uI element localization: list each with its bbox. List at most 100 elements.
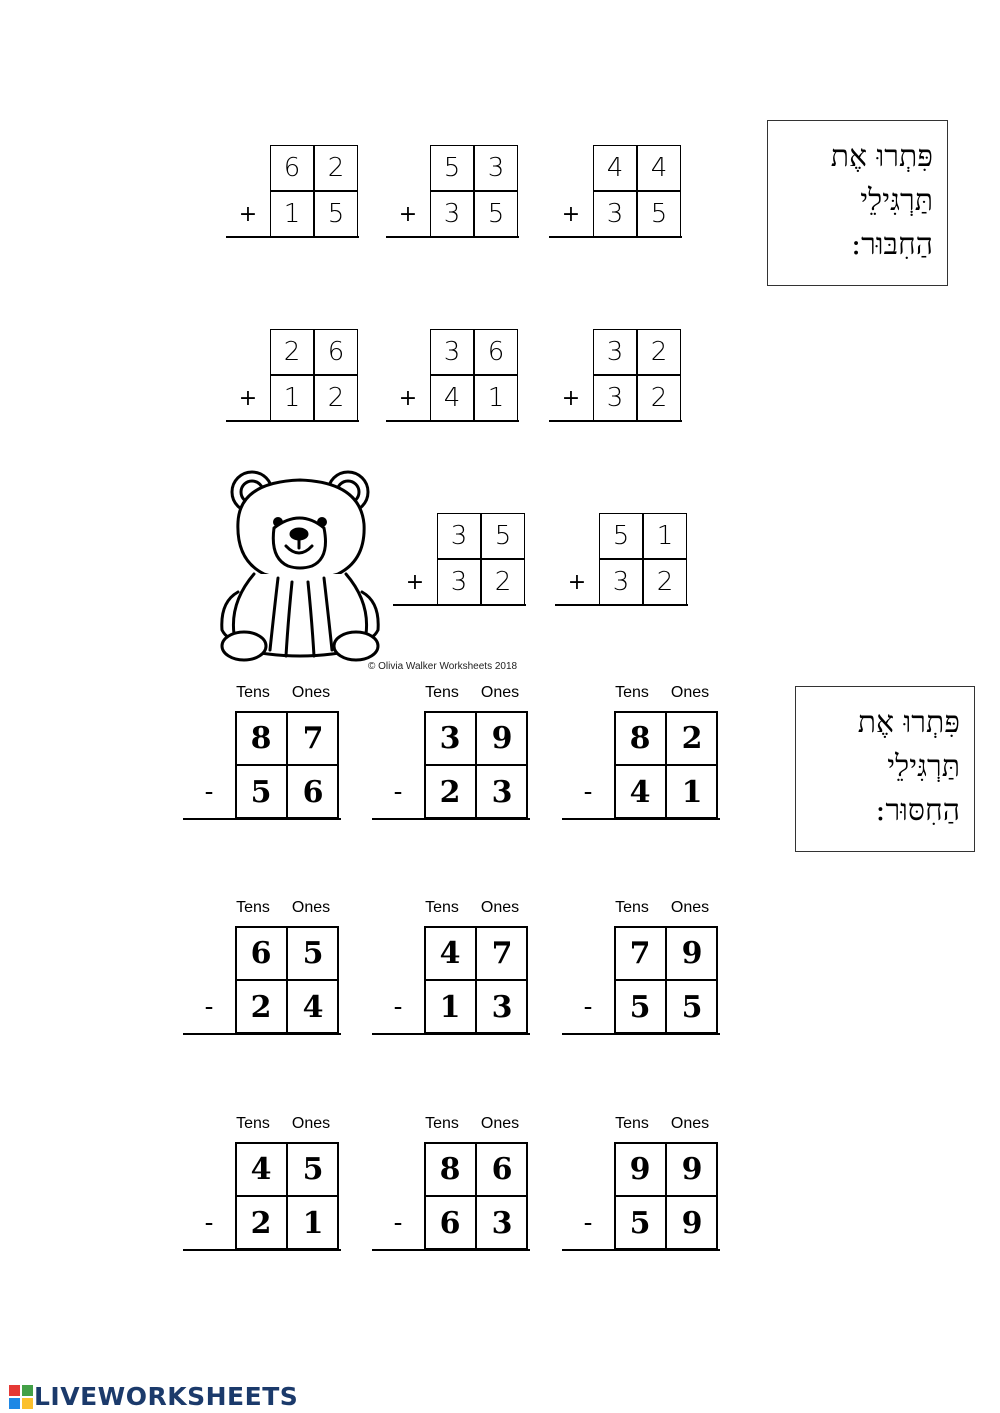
bear-illustration xyxy=(220,470,380,662)
top-digit: 4 xyxy=(439,935,461,971)
tens-header: Tens xyxy=(425,1115,459,1132)
top-digit: 2 xyxy=(283,337,301,367)
top-digit: 5 xyxy=(302,935,324,971)
subtraction-instruction-line-2: תַּרְגִּילֵי xyxy=(887,749,960,784)
grid-divider-horizontal xyxy=(593,374,681,376)
answer-line xyxy=(562,1249,720,1251)
minus-sign: - xyxy=(583,777,593,807)
top-digit: 6 xyxy=(250,935,272,971)
top-digit: 6 xyxy=(327,337,345,367)
top-digit: 6 xyxy=(487,337,505,367)
bottom-digit: 5 xyxy=(629,1205,651,1241)
grid-divider-horizontal xyxy=(430,190,518,192)
footer-brand[interactable]: LIVEWORKSHEETS xyxy=(8,1382,298,1411)
bottom-digit: 3 xyxy=(606,383,624,413)
top-digit: 9 xyxy=(681,935,703,971)
bottom-digit: 2 xyxy=(439,774,461,810)
answer-line xyxy=(549,420,682,422)
addition-instruction-line-3: הַחִבּוּר: xyxy=(851,227,933,262)
bottom-digit: 3 xyxy=(606,199,624,229)
top-digit: 3 xyxy=(606,337,624,367)
top-digit: 8 xyxy=(439,1151,461,1187)
bottom-digit: 3 xyxy=(450,567,468,597)
grid-divider-horizontal xyxy=(593,190,681,192)
tens-header: Tens xyxy=(425,899,459,916)
bottom-digit: 2 xyxy=(650,383,668,413)
minus-sign: - xyxy=(204,777,214,807)
bottom-digit: 2 xyxy=(327,383,345,413)
bottom-digit: 2 xyxy=(494,567,512,597)
bottom-digit: 6 xyxy=(439,1205,461,1241)
bottom-digit: 5 xyxy=(629,989,651,1025)
bottom-digit: 3 xyxy=(491,989,513,1025)
top-digit: 9 xyxy=(681,1151,703,1187)
answer-line xyxy=(549,236,682,238)
top-digit: 5 xyxy=(302,1151,324,1187)
answer-line xyxy=(226,420,359,422)
top-digit: 9 xyxy=(629,1151,651,1187)
bottom-digit: 3 xyxy=(491,1205,513,1241)
answer-line xyxy=(555,604,688,606)
bottom-digit: 5 xyxy=(681,989,703,1025)
answer-line xyxy=(386,420,519,422)
top-digit: 6 xyxy=(491,1151,513,1187)
top-digit: 5 xyxy=(612,521,630,551)
grid-divider-horizontal xyxy=(270,374,358,376)
tens-header: Tens xyxy=(236,684,270,701)
bottom-digit: 1 xyxy=(681,774,703,810)
top-digit: 3 xyxy=(439,720,461,756)
answer-line xyxy=(562,1033,720,1035)
subtraction-instruction-line-1: פִּתְרוּ אֶת xyxy=(857,705,960,740)
plus-sign: + xyxy=(398,201,418,227)
tens-header: Tens xyxy=(615,1115,649,1132)
answer-line xyxy=(372,1033,530,1035)
ones-header: Ones xyxy=(670,899,710,916)
top-digit: 4 xyxy=(606,153,624,183)
plus-sign: + xyxy=(567,569,587,595)
bottom-digit: 2 xyxy=(250,989,272,1025)
ones-header: Ones xyxy=(291,1115,331,1132)
top-digit: 2 xyxy=(327,153,345,183)
grid-divider-horizontal xyxy=(235,979,339,981)
bottom-digit: 6 xyxy=(302,774,324,810)
bottom-digit: 3 xyxy=(491,774,513,810)
bottom-digit: 3 xyxy=(443,199,461,229)
addition-instruction-line-2: תַּרְגִּילֵי xyxy=(860,183,933,218)
top-digit: 5 xyxy=(443,153,461,183)
top-digit: 8 xyxy=(629,720,651,756)
grid-divider-horizontal xyxy=(430,374,518,376)
copyright-text: © Olivia Walker Worksheets 2018 xyxy=(368,661,518,672)
grid-divider-horizontal xyxy=(424,979,528,981)
minus-sign: - xyxy=(393,1208,403,1238)
answer-line xyxy=(183,1249,341,1251)
bottom-digit: 2 xyxy=(250,1205,272,1241)
answer-line xyxy=(183,1033,341,1035)
top-digit: 2 xyxy=(650,337,668,367)
top-digit: 1 xyxy=(656,521,674,551)
minus-sign: - xyxy=(393,992,403,1022)
bottom-digit: 2 xyxy=(656,567,674,597)
bottom-digit: 4 xyxy=(629,774,651,810)
top-digit: 3 xyxy=(443,337,461,367)
top-digit: 4 xyxy=(650,153,668,183)
answer-line xyxy=(562,818,720,820)
top-digit: 3 xyxy=(487,153,505,183)
top-digit: 5 xyxy=(494,521,512,551)
top-digit: 9 xyxy=(491,720,513,756)
grid-divider-horizontal xyxy=(424,764,528,766)
liveworksheets-logo-icon xyxy=(9,1384,33,1409)
top-digit: 7 xyxy=(491,935,513,971)
grid-divider-horizontal xyxy=(437,558,525,560)
ones-header: Ones xyxy=(480,684,520,701)
plus-sign: + xyxy=(561,201,581,227)
minus-sign: - xyxy=(204,1208,214,1238)
grid-divider-horizontal xyxy=(424,1195,528,1197)
grid-divider-horizontal xyxy=(599,558,687,560)
answer-line xyxy=(372,1249,530,1251)
bottom-digit: 1 xyxy=(487,383,505,413)
subtraction-instruction-box: פִּתְרוּ אֶת תַּרְגִּילֵי הַחִסּוּר: xyxy=(795,686,975,852)
tens-header: Tens xyxy=(236,899,270,916)
bottom-digit: 4 xyxy=(443,383,461,413)
footer-brand-text: LIVEWORKSHEETS xyxy=(34,1382,299,1411)
bottom-digit: 5 xyxy=(250,774,272,810)
